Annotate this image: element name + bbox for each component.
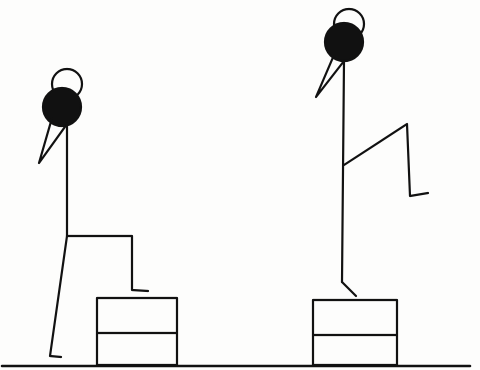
stick-figure-left <box>39 69 148 357</box>
head-shading <box>325 23 363 61</box>
standing-leg <box>342 282 356 296</box>
lifted-leg <box>344 124 428 196</box>
step-box-left <box>97 298 177 365</box>
raised-leg <box>67 236 148 291</box>
step-box-right <box>313 300 397 365</box>
head-shading <box>43 88 81 126</box>
torso <box>342 61 344 282</box>
stick-figure-right <box>316 9 428 296</box>
standing-leg <box>50 236 67 357</box>
